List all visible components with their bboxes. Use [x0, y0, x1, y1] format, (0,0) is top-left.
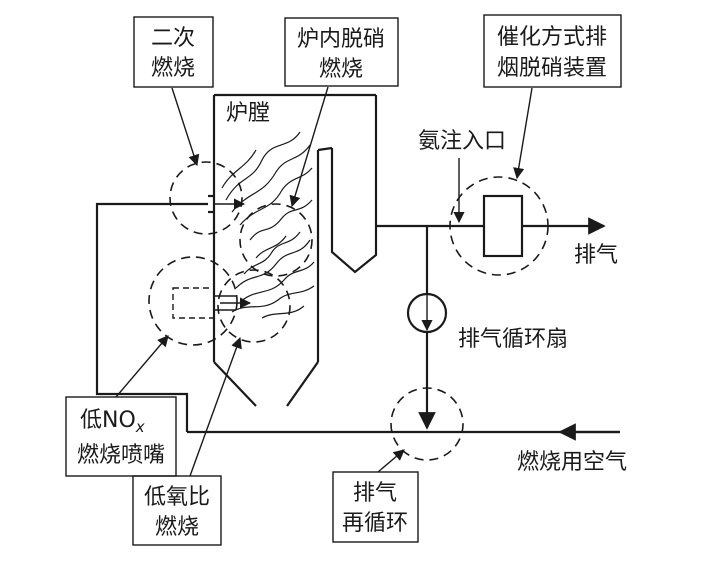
label-box-low-nox-burner: 低NOx 燃烧喷嘴 [65, 396, 177, 477]
furnace-body [212, 93, 378, 407]
catalytic-denox-line1: 催化方式排 [497, 25, 607, 50]
low-oxygen-ratio-line1: 低氧比 [144, 485, 210, 510]
secondary-air-port [208, 194, 246, 214]
furnace-label: 炉膛 [226, 101, 270, 126]
in-furnace-denox-line2: 燃烧 [319, 57, 363, 82]
catalytic-reactor [482, 194, 524, 258]
label-box-secondary-combustion: 二次 燃烧 [133, 16, 214, 88]
exhaust-label: 排气 [574, 243, 618, 268]
label-box-catalytic-denox: 催化方式排 烟脱硝装置 [483, 14, 622, 88]
flue-gas-recirculation-line2: 再循环 [342, 511, 408, 536]
combustion-air-label: 燃烧用空气 [517, 450, 627, 475]
zone-in-furnace-denox [239, 203, 313, 277]
zone-secondary-combustion [169, 161, 243, 235]
label-box-low-oxygen-ratio: 低氧比 燃烧 [132, 475, 222, 546]
catalytic-denox-line2: 烟脱硝装置 [497, 56, 607, 81]
zone-catalytic-denox [449, 176, 549, 276]
low-nox-burner-line2: 燃烧喷嘴 [77, 443, 165, 468]
flame-lines [221, 131, 315, 319]
low-oxygen-ratio-line2: 燃烧 [155, 515, 199, 540]
ammonia-inlet-label: 氨注入口 [418, 129, 506, 154]
air-supply-loop [95, 202, 620, 441]
label-box-flue-gas-recirculation: 排气 再循环 [332, 471, 419, 543]
recirculation-fan-label: 排气循环扇 [458, 327, 568, 352]
flue-gas-recirculation-line1: 排气 [353, 481, 397, 506]
zone-flue-gas-recirculation [390, 387, 464, 461]
secondary-combustion-line2: 燃烧 [151, 56, 195, 81]
exhaust-duct [376, 158, 606, 430]
pointer-arrows [115, 86, 533, 477]
secondary-combustion-line1: 二次 [151, 26, 195, 51]
label-box-in-furnace-denox: 炉内脱硝 燃烧 [284, 17, 399, 87]
burner-nozzle-box [172, 287, 252, 319]
zone-low-oxygen [217, 269, 291, 343]
in-furnace-denox-line1: 炉内脱硝 [297, 27, 385, 52]
zone-low-nox-burner [148, 256, 238, 346]
low-nox-burner-line1: 低NOx [80, 408, 145, 436]
